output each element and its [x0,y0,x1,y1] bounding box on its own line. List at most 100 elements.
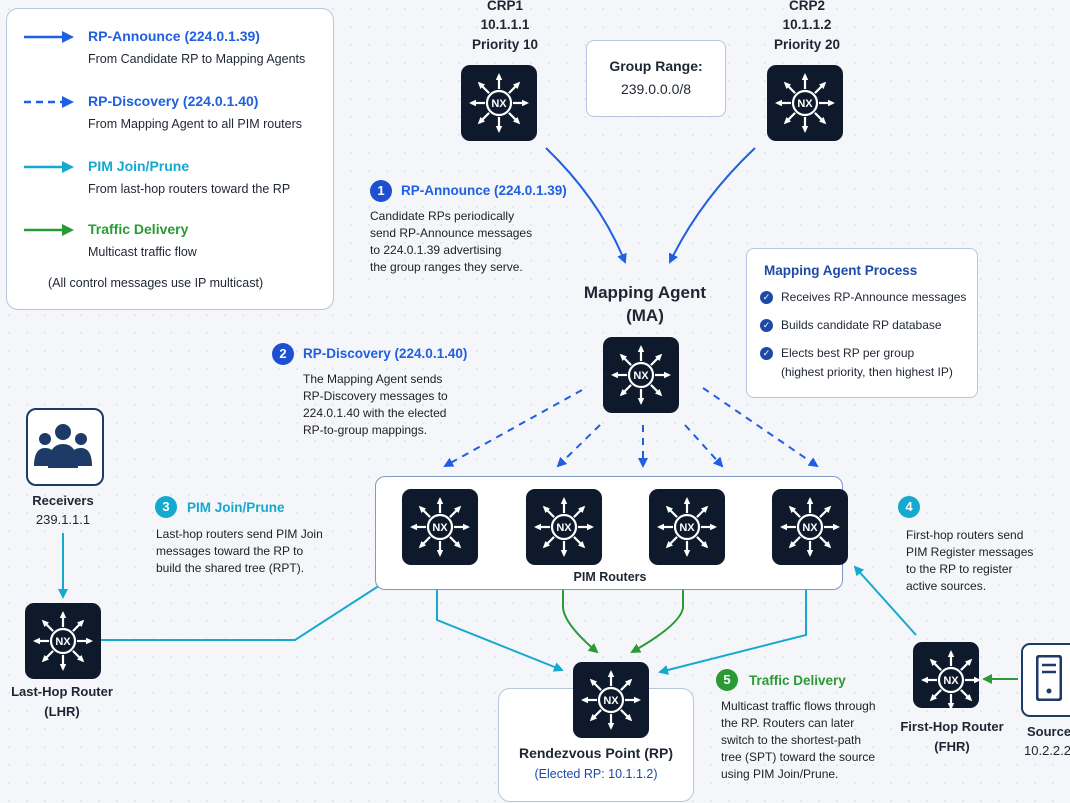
crp2-ip: 10.1.1.2 [782,17,832,32]
lhr-router[interactable]: NX [25,603,101,679]
check-icon: ✓ [760,319,773,333]
lhr-abbr: (LHR) [44,704,80,719]
router-nx-label: NX [679,522,695,534]
group-range-value: 239.0.0.0/8 [620,81,692,97]
arrow-crp2-to-ma [668,147,756,264]
step-2-title: RP-Discovery (224.0.1.40) [303,346,468,361]
source-label: Source [1027,724,1070,739]
router-nx-label: NX [556,522,572,534]
arrow-pim3-traffic-to-rp [630,572,684,653]
router-nx-label: NX [55,636,71,648]
arrow-pim4-to-rp [658,580,807,675]
step-1-title: RP-Announce (224.0.1.39) [401,183,567,198]
arrow-ma-to-pim2 [556,424,601,468]
crp2-name: CRP2 [788,0,825,13]
receivers-ip: 239.1.1.1 [35,512,91,527]
arrow-pim1-to-rp [436,580,564,672]
arrow-ma-to-pim4 [684,424,724,468]
step-1-desc: Candidate RPs periodically send RP-Annou… [370,209,533,274]
mapping-agent-router[interactable]: NX [603,337,679,413]
router-icon: NX [469,73,529,133]
arrow-ma-to-pim1 [443,389,583,467]
ma-process-panel [746,248,978,398]
router-icon: NX [534,497,594,557]
step-2-badge: 2 [272,343,294,365]
crp1-router[interactable]: NX [461,65,537,141]
router-icon: NX [581,670,641,730]
check-icon: ✓ [760,291,773,305]
arrow-ma-to-pim5 [702,387,819,468]
legend-traffic-desc: Multicast traffic flow [88,245,197,259]
fhr-abbr: (FHR) [934,739,970,754]
rp-label: Rendezvous Point (RP) [518,745,673,761]
source-ip: 10.2.2.2 [1024,743,1070,758]
router-nx-label: NX [633,370,649,382]
ma-process-item-4: (highest priority, then highest IP) [781,365,953,379]
receivers-label: Receivers [32,493,94,508]
legend-traffic-title: Traffic Delivery [88,221,189,237]
step-1-badge: 1 [370,180,392,202]
step-5-badge: 5 [716,669,738,691]
legend-panel [6,8,334,310]
pim-router-1[interactable]: NX [402,489,478,565]
pim-router-2[interactable]: NX [526,489,602,565]
ma-process-item-1: ✓Receives RP-Announce messages [760,289,966,306]
ma-process-title: Mapping Agent Process [764,263,918,278]
step-4-badge: 4 [898,496,920,518]
router-icon: NX [611,345,671,405]
legend-discovery-title: RP-Discovery (224.0.1.40) [88,93,259,109]
legend-footer: (All control messages use IP multicast) [48,276,264,290]
server-icon [1036,655,1062,701]
pim-router-3[interactable]: NX [649,489,725,565]
arrow-pim2-traffic-to-rp [562,572,599,654]
router-nx-label: NX [432,522,448,534]
step-3-badge: 3 [155,496,177,518]
group-range-box [586,40,726,117]
legend-announce-title: RP-Announce (224.0.1.39) [88,28,260,44]
router-nx-label: NX [603,695,619,707]
ma-process-item-3: ✓Elects best RP per group [760,345,914,362]
router-icon: NX [775,73,835,133]
router-icon: NX [410,497,470,557]
pim-router-4[interactable]: NX [772,489,848,565]
crp1-ip: 10.1.1.1 [480,17,530,32]
router-icon: NX [657,497,717,557]
rp-elected: (Elected RP: 10.1.1.2) [534,767,658,781]
legend-join-title: PIM Join/Prune [88,158,190,174]
crp1-priority: Priority 10 [471,37,539,52]
legend-discovery-desc: From Mapping Agent to all PIM routers [88,117,302,131]
receivers-group-icon [34,424,92,468]
step-3-title: PIM Join/Prune [187,500,285,515]
arrow-fhr-to-pim [853,565,917,636]
step-3-desc: Last-hop routers send PIM Join messages … [156,527,323,575]
ma-process-item-2: ✓Builds candidate RP database [760,317,942,334]
router-nx-label: NX [943,675,959,687]
check-icon: ✓ [760,347,773,361]
lhr-label: Last-Hop Router [11,684,113,699]
group-range-label: Group Range: [609,58,703,74]
mapping-agent-abbr: (MA) [626,306,664,325]
rp-router[interactable]: NX [573,662,649,738]
arrow-crp1-to-ma [545,147,627,264]
crp2-router[interactable]: NX [767,65,843,141]
step-5-desc: Multicast traffic flows through the RP. … [721,699,876,781]
arrow-lhr-to-pim [100,578,390,641]
router-nx-label: NX [802,522,818,534]
legend-announce-desc: From Candidate RP to Mapping Agents [88,52,306,66]
router-icon: NX [33,611,93,671]
router-icon: NX [921,650,981,710]
crp1-name: CRP1 [486,0,523,13]
fhr-router[interactable]: NX [913,642,981,710]
fhr-label: First-Hop Router [900,719,1004,734]
step-5-title: Traffic Delivery [749,673,846,688]
router-nx-label: NX [797,98,813,110]
step-4-desc: First-hop routers send PIM Register mess… [906,528,1034,593]
mapping-agent-title: Mapping Agent [583,283,707,302]
router-nx-label: NX [491,98,507,110]
router-icon: NX [780,497,840,557]
legend-arrows [24,31,74,236]
legend-join-desc: From last-hop routers toward the RP [88,182,291,196]
step-2-desc: The Mapping Agent sends RP-Discovery mes… [303,372,448,437]
crp2-priority: Priority 20 [773,37,841,52]
